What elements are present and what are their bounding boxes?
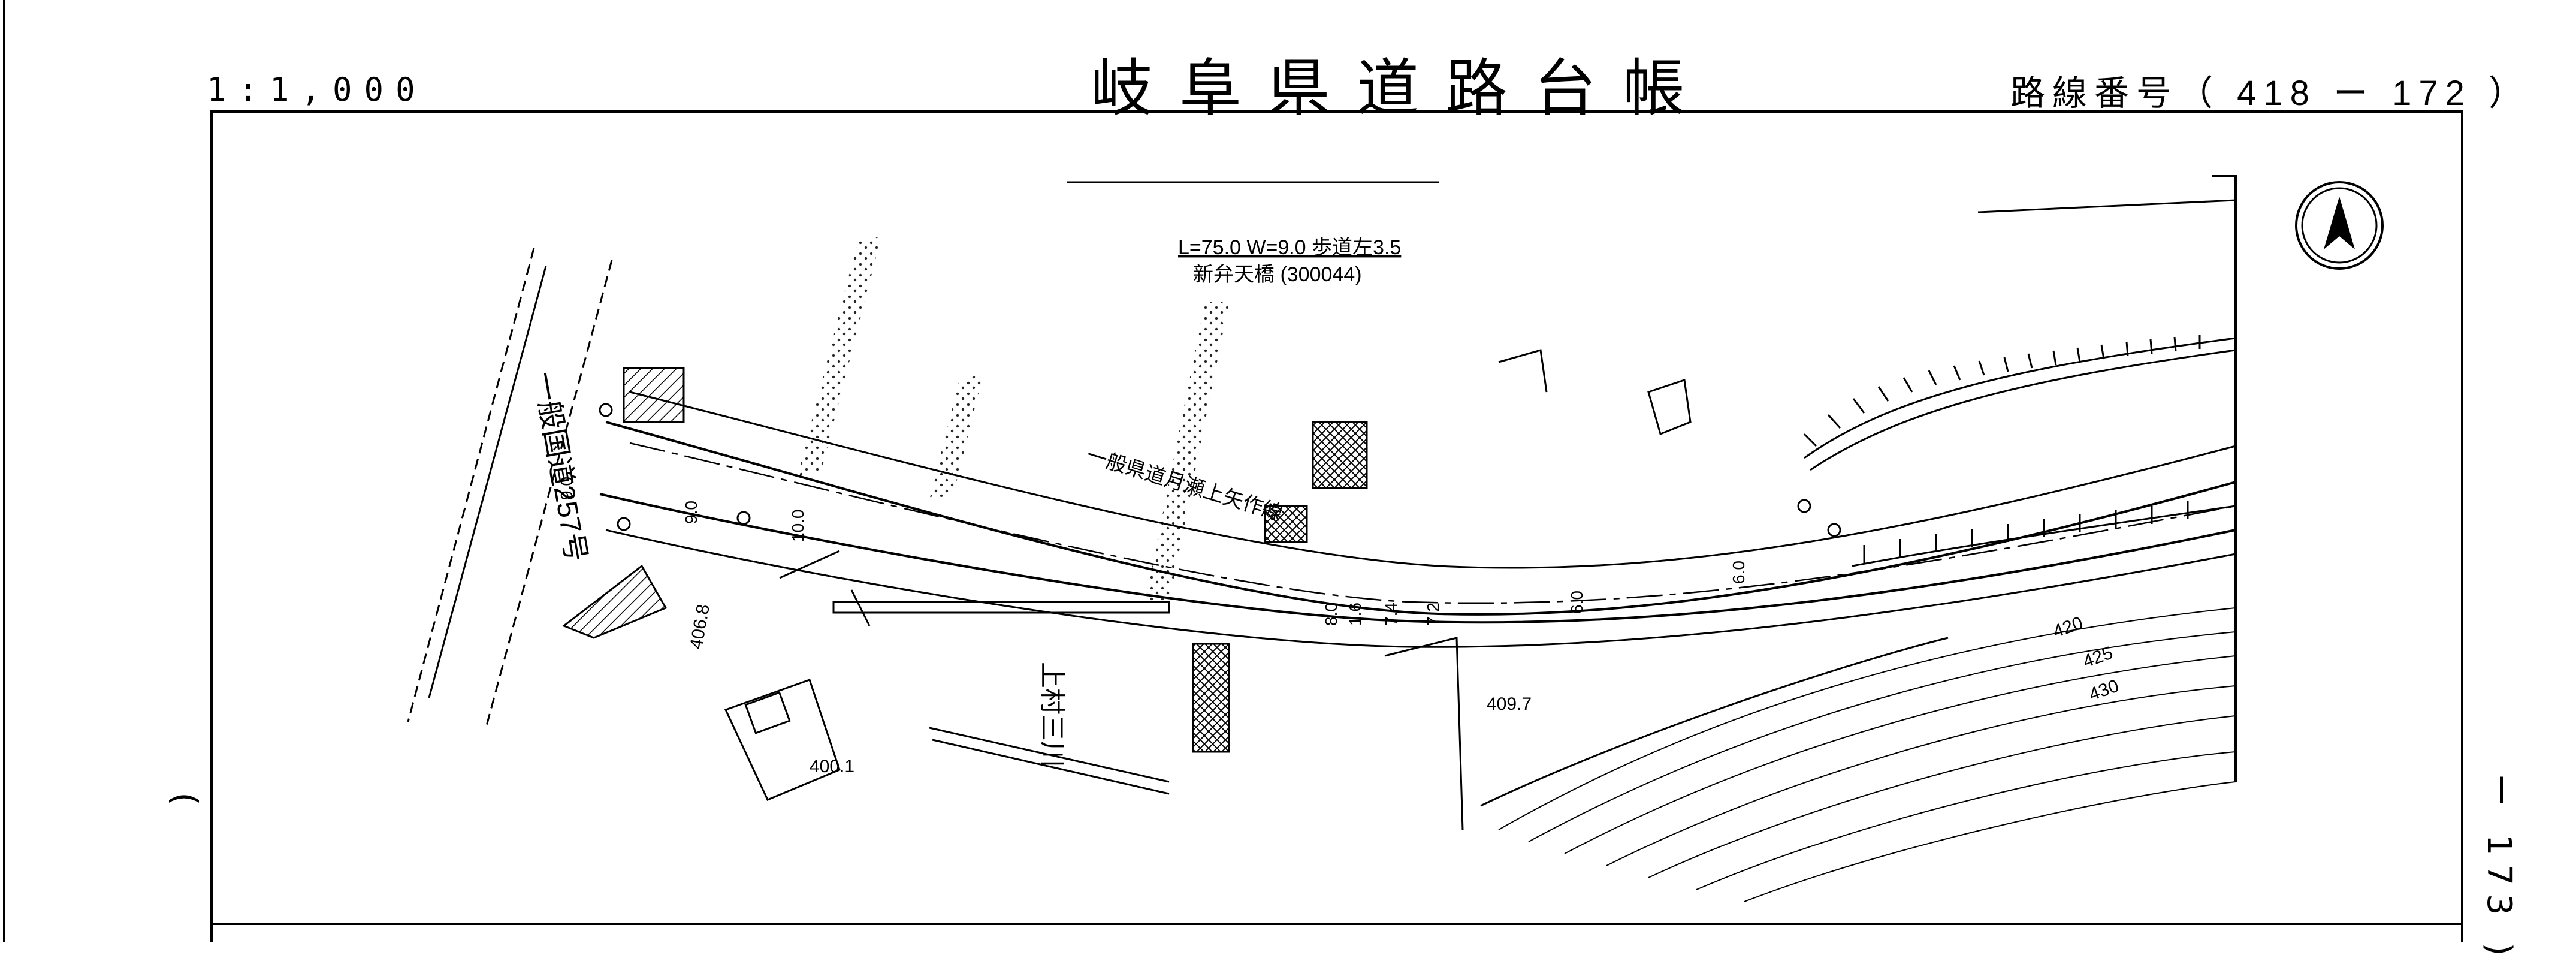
bridge [779,550,1170,626]
width-label: 7.2 [1424,602,1442,626]
frame-divider [210,923,2463,925]
map-labels: L=75.0 W=9.0 歩道左3.5 新弁天橋 (300044) 一般県道月瀬… [527,236,1401,767]
map-scale: 1:1,000 [207,71,427,109]
width-labels: 9.0 9.0 10.0 8.0 1.6 7.4 7.2 6.0 6.0 [557,477,1748,626]
north-arrow-icon [2295,181,2384,270]
bridge-name-label: 新弁天橋 (300044) [1193,263,1362,286]
village-label: 上村三川 [1037,662,1067,767]
width-label: 10.0 [789,510,807,543]
embankment-ticks [1803,335,2201,563]
road-map: L=75.0 W=9.0 歩道左3.5 新弁天橋 (300044) 一般県道月瀬… [407,175,2384,902]
width-label: 9.0 [557,477,576,500]
parcels [724,175,2237,801]
route-number: 路線番号（ 418 ー 172 ） [2010,74,2530,113]
sheet-left-rule [3,0,5,942]
river-bank [798,236,1229,602]
elevation-400: 400.1 [810,757,854,776]
left-edge-mark: ) [164,792,203,806]
survey-markers [599,403,1841,537]
bridge-spec-label: L=75.0 W=9.0 歩道左3.5 [1178,236,1401,259]
contour-430: 430 [2086,676,2121,704]
national-route-label: 一般国道257号 [527,370,592,564]
width-label: 6.0 [1729,561,1748,584]
embankment [1067,181,2236,830]
width-label: 7.4 [1382,602,1400,626]
width-label: 6.0 [1568,591,1586,614]
right-edge-mark: ー 173 ) [2480,773,2518,964]
national-route-edges [407,248,613,728]
width-label: 9.0 [682,501,700,524]
hatched-areas [561,367,1368,753]
contour-labels: 420 425 430 [2050,613,2121,704]
map-frame [210,110,2463,942]
contour-420: 420 [2050,613,2085,641]
main-road [599,391,2236,648]
elevation-labels: 400.1 406.8 409.7 [686,603,1532,776]
contour-lines [1498,607,2236,902]
elevation-406: 406.8 [686,603,714,651]
contour-425: 425 [2080,643,2115,671]
width-label: 8.0 [1322,602,1340,626]
width-label: 1.6 [1346,602,1364,626]
elevation-409: 409.7 [1487,694,1532,714]
